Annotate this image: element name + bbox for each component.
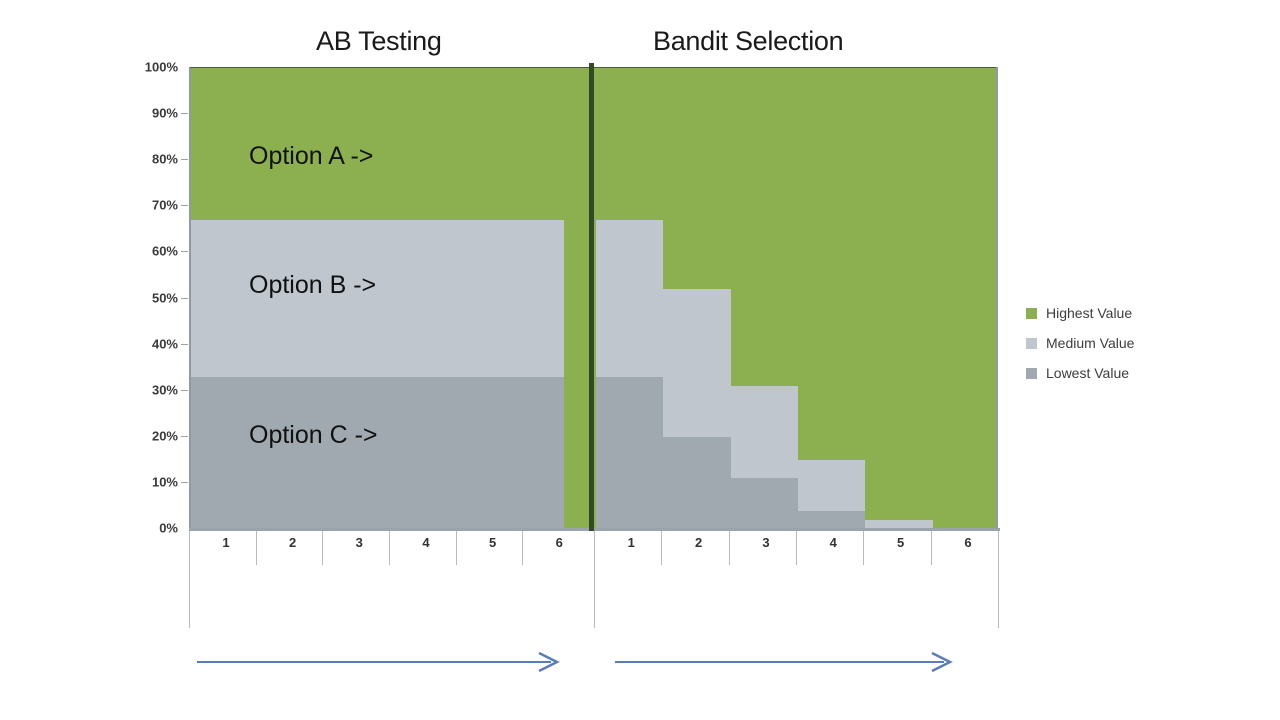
legend-swatch-icon: [1026, 367, 1037, 379]
y-axis: 0% 10% 20% 30% 40% 50% 60% 70% 80% 90% 100%: [126, 60, 188, 538]
label-option-c: Option C ->: [249, 421, 378, 449]
y-axis-tick-label: 80%: [151, 151, 178, 167]
bandit-area-medium-value: [596, 220, 664, 377]
y-axis-tick-label: 60%: [151, 243, 178, 259]
x-axis-tick-separator: [796, 531, 797, 565]
x-axis-tick-separator: [522, 531, 524, 565]
y-axis-tick-mark: [181, 251, 188, 253]
y-axis-tick-mark: [181, 297, 188, 299]
y-axis-tick-label: 0%: [159, 520, 178, 536]
bandit-area-lowest-value: [663, 436, 731, 528]
panel-title-ab-testing: AB Testing: [316, 26, 442, 56]
x-axis-tick-separator: [930, 531, 932, 565]
progress-arrow-bandit-selection: [615, 651, 953, 673]
x-axis-baseline: [189, 528, 1000, 531]
y-axis-tick-label: 10%: [151, 474, 178, 490]
bandit-area-medium-value: [865, 519, 933, 528]
bandit-area-lowest-value: [798, 510, 866, 528]
y-axis-tick-mark: [181, 205, 188, 207]
y-axis-tick-label: 100%: [144, 59, 178, 75]
y-axis-tick-mark: [181, 113, 188, 115]
y-axis-tick-mark: [181, 389, 188, 391]
bandit-area-lowest-value: [730, 478, 798, 528]
x-axis-outer-border: [594, 531, 595, 628]
y-axis-tick-label: 70%: [151, 197, 178, 213]
x-axis-outer-border: [189, 531, 190, 628]
y-axis-tick-label: 20%: [151, 428, 178, 444]
x-axis-tick-separator: [728, 531, 730, 565]
x-axis-tick-separator: [255, 531, 257, 565]
legend-item-label: Highest Value: [1046, 305, 1133, 321]
bandit-area-medium-value: [730, 386, 798, 479]
y-axis-tick-label: 90%: [151, 105, 178, 121]
plot-series-layer: [191, 68, 998, 528]
x-axis-tick-separator: [322, 531, 324, 565]
bandit-area-medium-value: [798, 459, 866, 511]
legend-swatch-icon: [1026, 337, 1037, 349]
y-axis-tick-label: 30%: [151, 382, 178, 398]
panel-divider: [589, 63, 594, 531]
plot-right-border: [996, 67, 998, 529]
bandit-area-lowest-value: [596, 376, 664, 528]
x-axis-tick-separator: [389, 531, 390, 565]
legend-item[interactable]: Medium Value: [1026, 328, 1134, 358]
y-axis-tick-mark: [181, 343, 188, 345]
legend-item[interactable]: Highest Value: [1026, 298, 1134, 328]
x-axis-tick-separator: [661, 531, 663, 565]
y-axis-tick-mark: [181, 435, 188, 437]
x-axis-tick-separator: [863, 531, 865, 565]
progress-arrow-ab-testing: [197, 651, 560, 673]
label-option-a: Option A ->: [249, 142, 374, 170]
y-axis-tick-label: 40%: [151, 336, 178, 352]
legend-swatch-icon: [1026, 307, 1037, 319]
bandit-area-medium-value: [663, 289, 731, 437]
y-axis-tick-mark: [181, 159, 188, 161]
legend-item-label: Lowest Value: [1046, 365, 1130, 381]
y-axis-tick-label: 50%: [151, 290, 178, 305]
x-axis-tick-separator: [455, 531, 457, 565]
ab-area-lowest-value: [191, 376, 565, 528]
ab-area-medium-value: [191, 220, 565, 377]
label-option-b: Option B ->: [249, 271, 377, 299]
legend-item-label: Medium Value: [1046, 335, 1135, 351]
panel-title-bandit-selection: Bandit Selection: [653, 26, 844, 56]
y-axis-tick-mark: [181, 481, 188, 483]
legend-item[interactable]: Lowest Value: [1026, 358, 1134, 388]
x-axis-outer-border: [998, 531, 999, 628]
